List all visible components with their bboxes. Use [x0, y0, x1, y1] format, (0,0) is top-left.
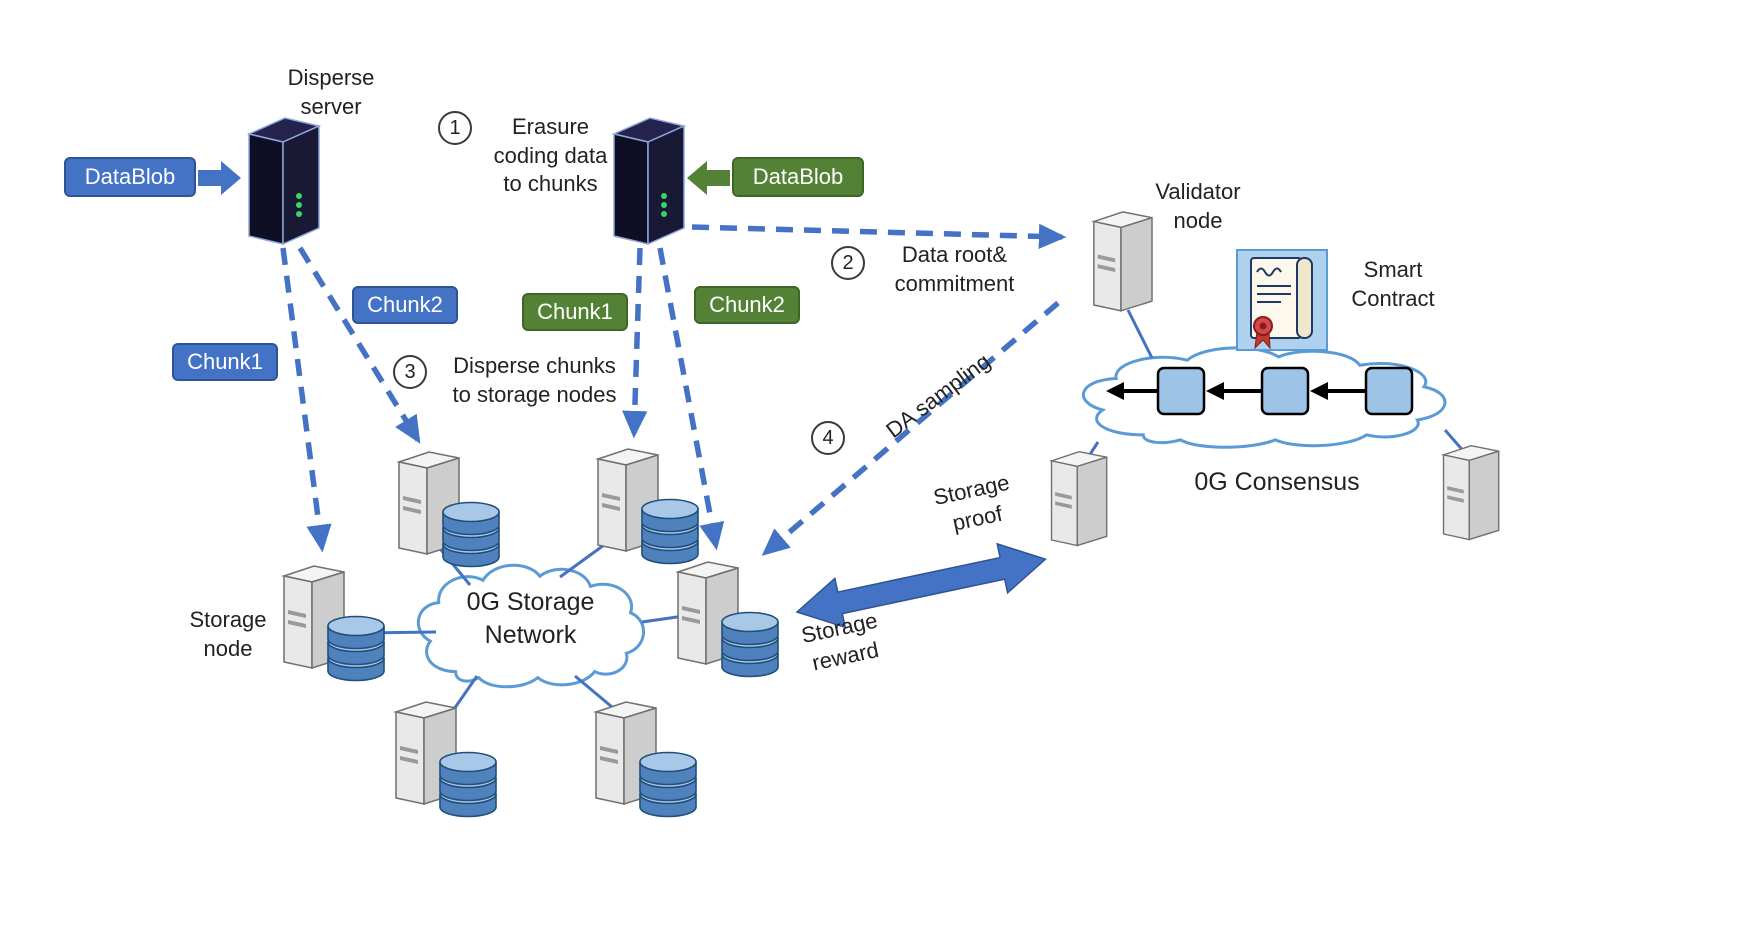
step-4-number: 4: [811, 421, 845, 455]
blockchain-blocks: [1106, 366, 1414, 416]
chunk1-blue-badge: Chunk1: [172, 343, 278, 381]
storage-node-f-icon: [596, 702, 696, 817]
da-sampling-arrow: [761, 300, 1060, 556]
storage-node-d-icon: [678, 562, 778, 677]
step-2-text: Data root& commitment: [894, 242, 1015, 296]
datablob-right-arrow: [687, 161, 730, 195]
smart-contract-icon: [1236, 249, 1328, 351]
storage-node-a-icon: [399, 452, 499, 567]
datablob-left-badge: DataBlob: [64, 157, 196, 197]
consensus-cloud-label: 0G Consensus: [1194, 468, 1360, 496]
disperse-server-left-icon: [248, 117, 320, 245]
datablob-left-arrow: [198, 161, 241, 195]
step-3-text: Disperse chunks to storage nodes: [452, 353, 617, 407]
chunk1-right-arrow: [622, 247, 648, 439]
chunk2-green-badge: Chunk2: [694, 286, 800, 324]
consensus-node-left-icon: [1050, 450, 1108, 547]
storage-node-c-icon: [284, 566, 384, 681]
disperse-server-label: Disperse server: [287, 65, 375, 119]
chunk2-blue-badge: Chunk2: [352, 286, 458, 324]
smart-contract-label: Smart Contract: [1351, 257, 1435, 311]
chunk2-right-arrow: [657, 247, 725, 551]
step-1-number: 1: [438, 111, 472, 145]
data-root-arrow: [691, 223, 1067, 250]
network-links: [361, 309, 1468, 714]
storage-node-label: Storage node: [189, 607, 267, 661]
step-3-number: 3: [393, 355, 427, 389]
datablob-right-badge: DataBlob: [732, 157, 864, 197]
step-1-text: Erasure coding data to chunks: [493, 114, 608, 197]
storage-network-cloud-label: 0G Storage Network: [466, 588, 595, 649]
chunk2-left-arrow: [297, 246, 421, 444]
storage-proof-reward-arrow: [795, 542, 1047, 629]
chunk1-left-arrow: [280, 247, 332, 553]
storage-node-b-icon: [598, 449, 698, 564]
step-2-number: 2: [831, 246, 865, 280]
consensus-node-right-icon: [1442, 444, 1500, 541]
chunk1-green-badge: Chunk1: [522, 293, 628, 331]
storage-node-e-icon: [396, 702, 496, 817]
validator-node-label: Validator node: [1155, 179, 1241, 233]
